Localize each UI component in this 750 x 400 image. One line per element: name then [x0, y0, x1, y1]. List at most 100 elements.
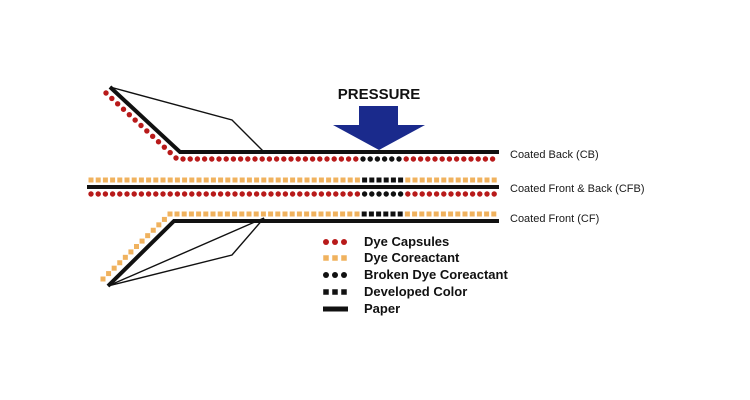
dye-coreactant: [203, 211, 209, 217]
dye-coreactant: [340, 177, 346, 183]
developed-color: [383, 177, 389, 183]
dye-capsule: [196, 191, 202, 197]
dye-coreactant: [412, 211, 418, 217]
dye-coreactant: [111, 265, 117, 271]
dye-coreactant: [128, 249, 134, 255]
dye-coreactant: [134, 244, 139, 249]
dye-coreactant: [218, 177, 224, 183]
dye-coreactant: [260, 211, 266, 217]
cf-developed-color: [361, 211, 403, 217]
dye-capsule: [482, 156, 489, 162]
dye-coreactant: [311, 177, 317, 183]
dye-coreactant: [275, 177, 281, 183]
dye-capsule: [138, 122, 144, 129]
cf-flap-outline: [107, 217, 265, 287]
legend-label-developed: Developed Color: [364, 284, 467, 299]
dye-coreactant: [354, 211, 360, 217]
dye-coreactant: [167, 211, 173, 217]
broken-capsule: [397, 191, 404, 197]
dye-capsule: [331, 156, 337, 162]
dye-capsule: [419, 191, 425, 197]
dye-coreactant: [232, 177, 238, 183]
developed-color: [397, 211, 403, 217]
dye-coreactant: [138, 177, 144, 183]
dye-capsule: [426, 191, 433, 197]
dye-capsule: [173, 155, 179, 161]
dye-coreactant: [275, 211, 281, 217]
dye-coreactant: [106, 271, 112, 277]
cfb-coreactant-top: [88, 177, 497, 183]
broken-capsule: [396, 156, 402, 162]
sheet-cf: [100, 211, 499, 288]
dye-capsule: [354, 191, 361, 197]
legend-swatch: [341, 239, 347, 245]
legend-item-paper: Paper: [323, 301, 400, 316]
dye-capsule: [145, 191, 152, 197]
dye-coreactant: [145, 233, 151, 239]
dye-coreactant: [174, 211, 180, 217]
dye-capsule: [167, 191, 173, 197]
dye-capsule: [210, 191, 217, 197]
dye-capsule: [340, 191, 346, 197]
dye-coreactant: [268, 177, 274, 183]
dye-coreactant: [318, 177, 324, 183]
dye-capsule: [461, 156, 467, 162]
legend: Dye Capsules Dye Coreactant Broken Dye C…: [323, 234, 508, 316]
dye-coreactant: [117, 177, 123, 183]
dye-capsule: [117, 191, 123, 197]
dye-capsule: [167, 149, 173, 156]
dye-capsule: [412, 191, 418, 197]
dye-coreactant: [332, 211, 338, 217]
dye-coreactant: [477, 177, 483, 183]
dye-coreactant: [203, 177, 209, 183]
dye-coreactant: [347, 211, 353, 217]
dye-coreactant: [426, 211, 432, 217]
dye-coreactant: [419, 211, 425, 217]
cf-paper: [106, 219, 499, 288]
dye-capsule: [410, 156, 417, 162]
dye-coreactant: [232, 211, 238, 217]
dye-capsule: [253, 191, 260, 197]
dye-coreactant: [174, 177, 180, 183]
legend-swatch: [332, 272, 338, 278]
dye-capsule: [468, 156, 474, 162]
dye-coreactant: [161, 216, 167, 222]
legend-swatch: [323, 306, 348, 312]
dye-capsule: [155, 139, 162, 145]
dye-capsule: [325, 191, 332, 197]
dye-coreactant: [224, 211, 230, 217]
dye-capsule: [309, 156, 316, 162]
dye-coreactant: [455, 177, 461, 183]
dye-capsule: [88, 191, 94, 197]
dye-coreactant: [150, 227, 156, 233]
dye-coreactant: [100, 276, 106, 282]
dye-capsule: [491, 191, 497, 197]
dye-capsule: [102, 191, 109, 197]
dye-coreactant: [426, 177, 432, 183]
dye-capsule: [403, 156, 409, 162]
dye-coreactant: [239, 177, 245, 183]
dye-capsule: [489, 156, 496, 162]
broken-capsule: [374, 156, 381, 162]
dye-capsule: [160, 191, 166, 197]
dye-coreactant: [412, 177, 418, 183]
dye-coreactant: [455, 211, 461, 217]
dye-coreactant: [122, 254, 128, 260]
dye-capsule: [266, 156, 273, 162]
dye-capsule: [441, 191, 447, 197]
legend-swatch: [323, 272, 329, 278]
dye-coreactant: [131, 177, 137, 183]
cf-dye-coreactant: [100, 211, 497, 282]
dye-coreactant: [469, 211, 475, 217]
dye-coreactant: [491, 177, 497, 183]
dye-coreactant: [261, 177, 267, 183]
dye-capsule: [109, 191, 116, 197]
dye-coreactant: [188, 211, 194, 217]
dye-capsule: [194, 156, 201, 162]
cb-paper: [108, 85, 499, 154]
dye-capsule: [153, 191, 159, 197]
pressure-arrow: [333, 106, 425, 150]
dye-capsule: [318, 191, 325, 197]
dye-coreactant: [476, 211, 482, 217]
dye-capsule: [446, 156, 453, 162]
